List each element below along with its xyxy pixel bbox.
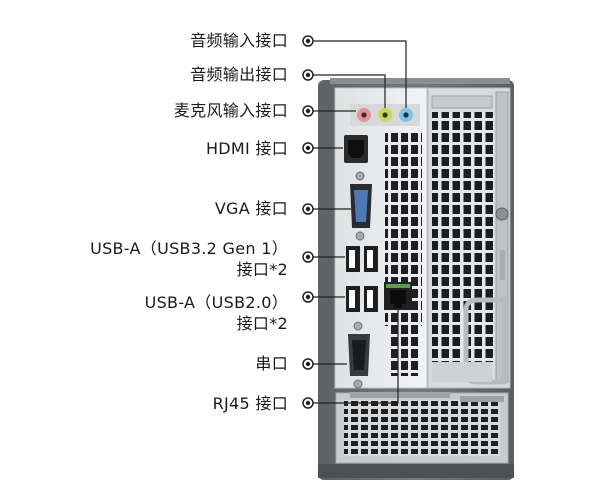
vga-label: VGA 接口: [214, 199, 288, 218]
audio-in-port: [399, 108, 413, 122]
usb32-label-line2: 接口*2: [236, 260, 288, 279]
usb20-ports: [346, 286, 378, 312]
audio-out-port: [378, 108, 392, 122]
rj45-label: RJ45 接口: [212, 394, 288, 413]
chassis: [318, 78, 514, 480]
mic-in-label: 麦克风输入接口: [173, 101, 288, 120]
audio-in-label: 音频输入接口: [190, 31, 288, 50]
audio-jacks: [350, 104, 420, 126]
usb32-label-line1: USB-A（USB3.2 Gen 1）: [90, 239, 288, 258]
vent-grills: [385, 95, 494, 376]
expansion-slots: [432, 91, 509, 385]
usb20-label-line2: 接口*2: [236, 314, 288, 333]
serial-label: 串口: [255, 354, 288, 373]
usb32-ports: [346, 246, 378, 272]
hdmi-port: [344, 135, 368, 163]
callout-dots: [302, 35, 314, 409]
hdmi-label: HDMI 接口: [205, 139, 288, 158]
serial-port: [348, 321, 370, 389]
audio-out-label: 音频输出接口: [190, 65, 288, 84]
vga-port: [350, 171, 372, 241]
rj45-port: [384, 282, 412, 310]
usb20-label-line1: USB-A（USB2.0）: [144, 293, 288, 312]
mic-in-port: [357, 108, 371, 122]
callout-lines: [313, 40, 407, 404]
